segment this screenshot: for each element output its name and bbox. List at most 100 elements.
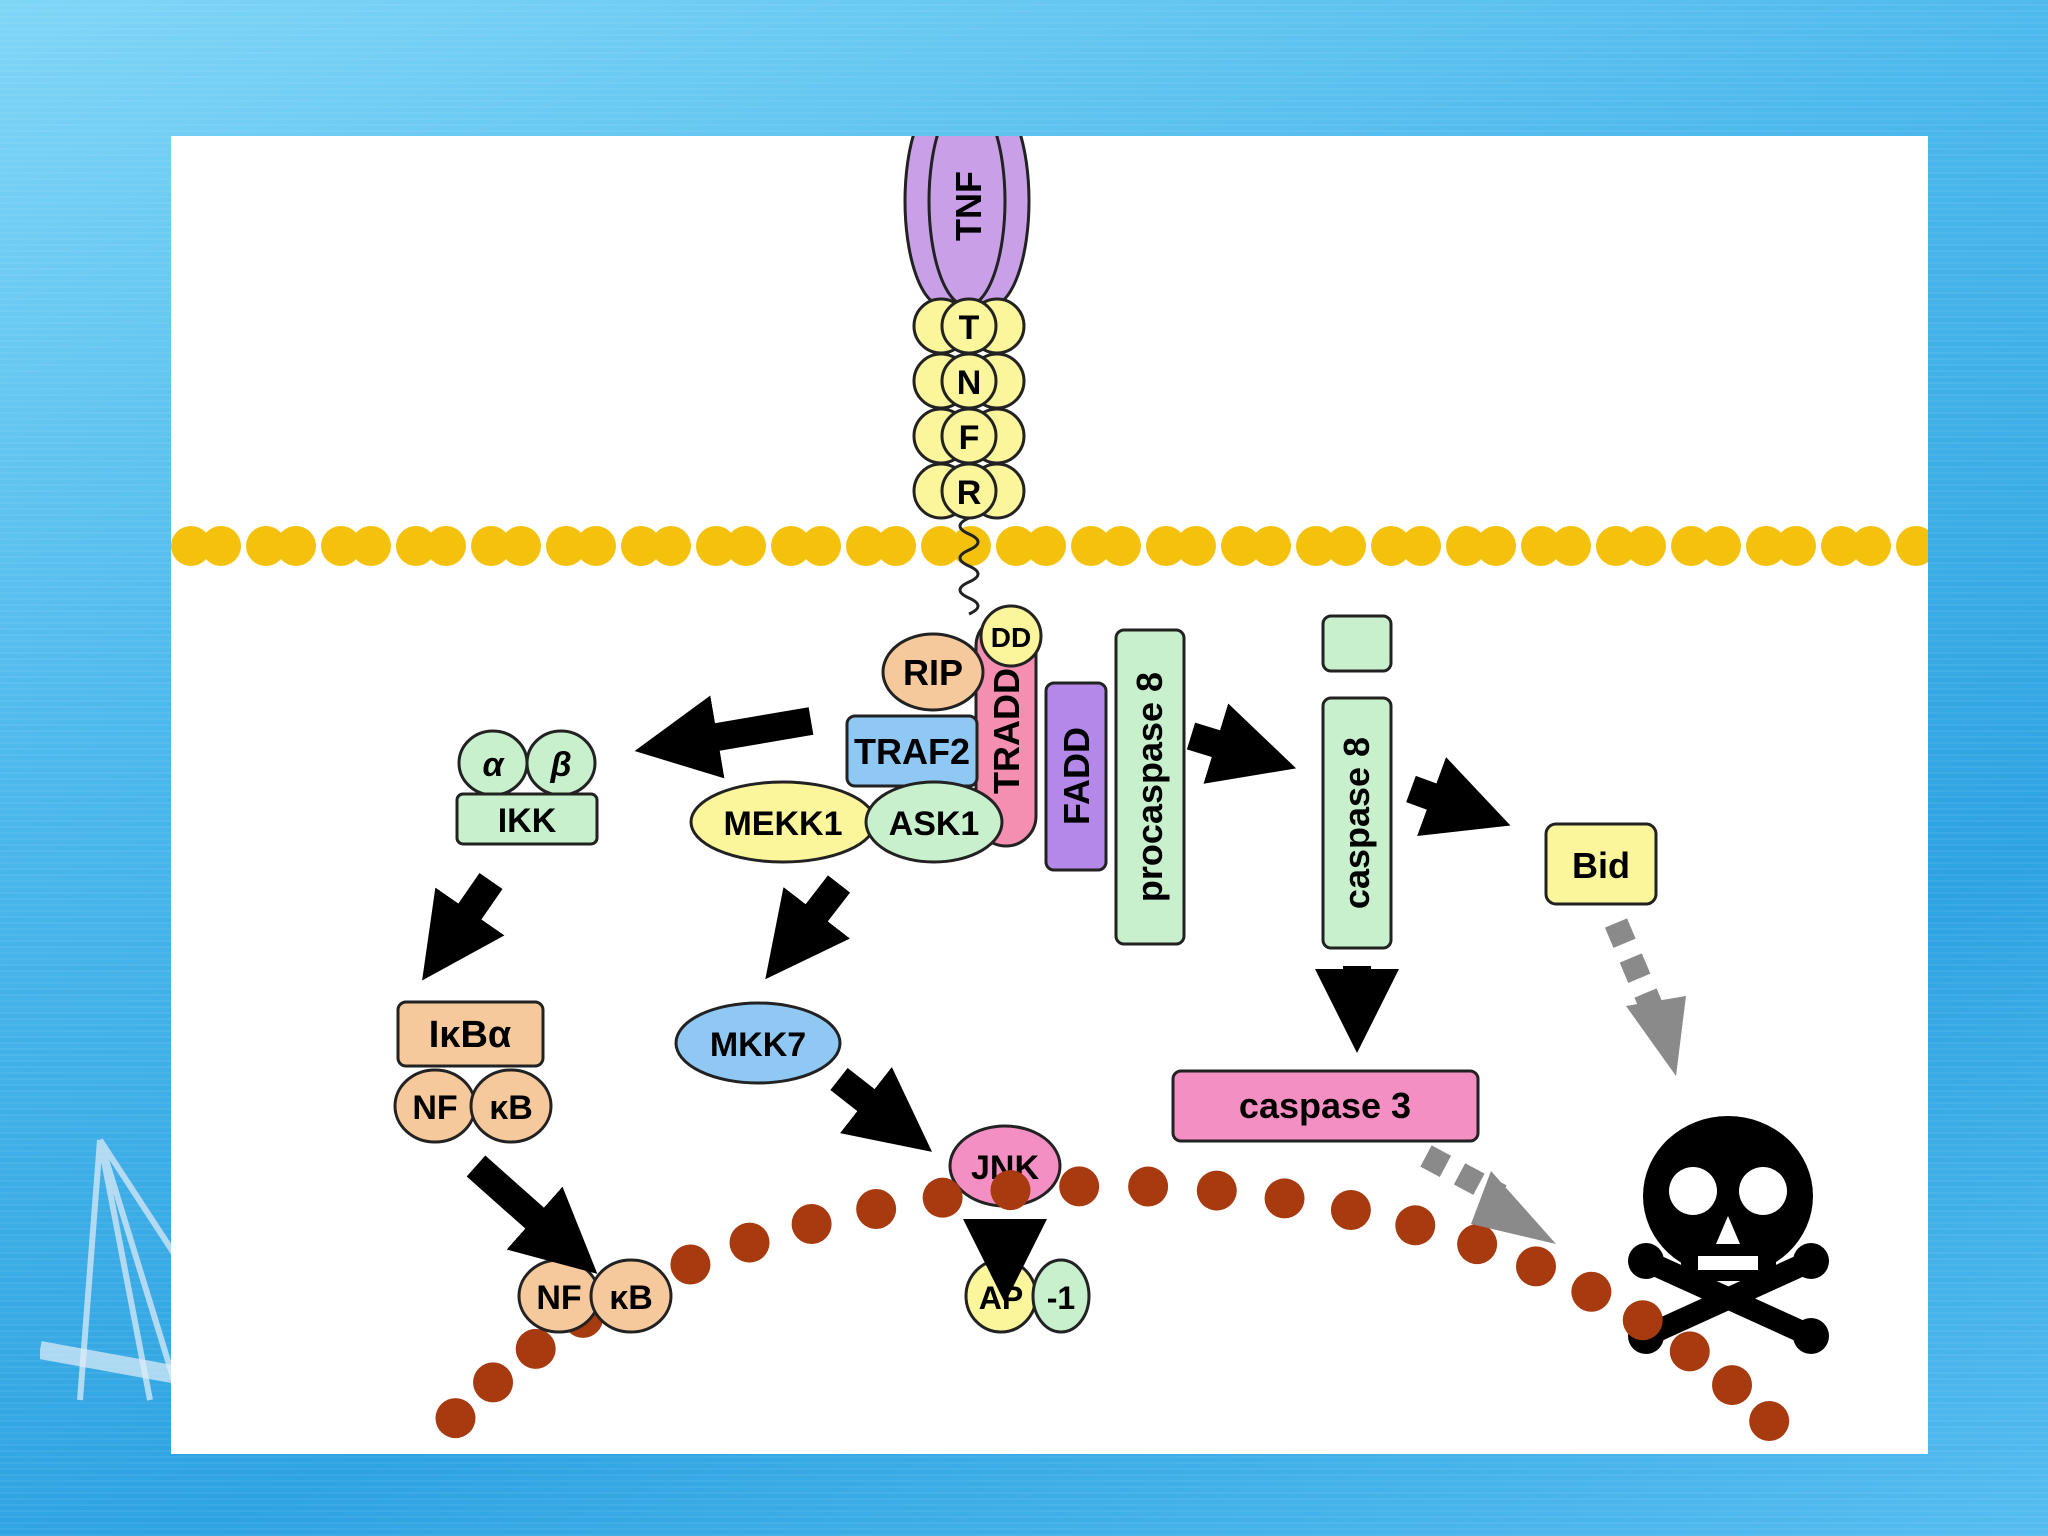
caspase8-label: caspase 8: [1336, 737, 1377, 909]
membrane-lipid-dot: [201, 526, 241, 566]
membrane-lipid-dot: [1701, 526, 1741, 566]
membrane-lipid-dot: [771, 526, 811, 566]
membrane-lipid-dot: [1896, 526, 1928, 566]
membrane-lipid-dot: [951, 526, 991, 566]
caspase3: caspase 3: [1171, 1069, 1480, 1143]
nucleus-envelope-dot: [1059, 1166, 1100, 1207]
membrane-lipid-dot: [846, 526, 886, 566]
ikk-label: IKK: [498, 802, 557, 840]
bid-label: Bid: [1572, 845, 1630, 886]
mkk7-jnk: MKK7 JNK: [674, 1001, 1062, 1208]
membrane-lipid-dot: [1446, 526, 1486, 566]
membrane-lipid-dot: [1176, 526, 1216, 566]
nucleus-envelope-dot: [473, 1362, 514, 1403]
nucleus-nfkb: NF κB: [517, 1258, 673, 1334]
caspase3-label: caspase 3: [1239, 1085, 1411, 1126]
ikba-nfkb-complex: IκBα NF κB: [393, 1000, 553, 1144]
nucleus-kb-label: κB: [609, 1279, 653, 1317]
membrane-lipid-dot: [1851, 526, 1891, 566]
membrane-lipid-dot: [1296, 526, 1336, 566]
membrane-lipid-dot: [1251, 526, 1291, 566]
caspase8-active: caspase 8: [1321, 614, 1393, 950]
ikk-alpha-label: α: [482, 746, 505, 784]
nucleus-envelope-dot: [435, 1398, 476, 1439]
membrane-lipid-dot: [621, 526, 661, 566]
nucleus-envelope-dot: [515, 1328, 556, 1369]
tnf-label: TNF: [948, 171, 989, 241]
membrane-lipid-dot: [501, 526, 541, 566]
transmembrane-helix: [958, 516, 980, 616]
membrane-lipid-dot: [1821, 526, 1861, 566]
membrane-lipid-dot: [1476, 526, 1516, 566]
ap-label: AP: [979, 1280, 1023, 1316]
ap1-suffix-label: -1: [1047, 1280, 1075, 1316]
arrow-ask1-to-mkk7: [765, 875, 851, 980]
rip-label: RIP: [903, 652, 963, 693]
procaspase8-label: procaspase 8: [1129, 672, 1170, 902]
membrane-lipid-dot: [921, 526, 961, 566]
tnfr-letter-f: F: [959, 419, 980, 457]
nucleus-envelope-dot: [1330, 1190, 1371, 1231]
arrow-bid-to-death: [1604, 918, 1663, 1011]
nucleus-envelope-dot: [1515, 1246, 1556, 1287]
membrane-lipid-dot: [1746, 526, 1786, 566]
tradd-complex: TRADD DD FADD procaspase 8: [974, 604, 1186, 946]
dd-label: DD: [991, 622, 1031, 653]
membrane-lipid-dot: [1326, 526, 1366, 566]
membrane-lipid-dot: [801, 526, 841, 566]
arrow-caspase3-to-death: [1420, 1145, 1507, 1207]
ikk-complex: α β IKK: [455, 729, 599, 846]
diagram-panel: TNF T N F R TRADD DD FADD procaspase 8 R…: [171, 136, 1928, 1454]
membrane-lipid-dot: [171, 526, 211, 566]
nucleus-envelope-dot: [1669, 1331, 1710, 1372]
nucleus-envelope-dot: [922, 1177, 963, 1218]
membrane-lipid-dot: [1551, 526, 1591, 566]
membrane-lipid-dot: [1671, 526, 1711, 566]
nucleus-envelope-dot: [1264, 1178, 1305, 1219]
membrane-lipid-dot: [726, 526, 766, 566]
arrow-caspase8-to-bid: [1406, 757, 1511, 836]
traf2-label: TRAF2: [854, 731, 970, 772]
nfkb-nf-label: NF: [412, 1089, 457, 1127]
membrane-lipid-dot: [696, 526, 736, 566]
mekk1-ask1: MEKK1 ASK1: [689, 780, 1004, 864]
membrane-lipid-dot: [996, 526, 1036, 566]
rip-traf2: RIP TRAF2: [845, 632, 985, 788]
arrow-traf2-to-ikk: [634, 695, 814, 779]
membrane-lipid-dot: [351, 526, 391, 566]
arrowhead-bid-death: [1626, 996, 1686, 1076]
nucleus-envelope-dot: [1128, 1166, 1169, 1207]
apoptosis-arrowheads: [1471, 996, 1686, 1244]
membrane-lipid-dot: [1026, 526, 1066, 566]
membrane-lipid-dot: [1926, 537, 1928, 555]
tnf-ligand: TNF: [903, 136, 1031, 308]
membrane-lipid-dot: [1371, 526, 1411, 566]
membrane-lipid-dot: [1146, 526, 1186, 566]
nucleus-envelope-dot: [1457, 1224, 1498, 1265]
tnfr-letter-r: R: [957, 474, 982, 512]
tnfr-letter-t: T: [959, 309, 980, 347]
nucleus-envelope-dot: [856, 1189, 897, 1230]
nucleus-nf-label: NF: [536, 1279, 581, 1317]
arrowhead-caspase3-death: [1471, 1171, 1556, 1244]
membrane-lipid-dot: [1401, 526, 1441, 566]
arrow-ikba-to-nucleus: [466, 1155, 598, 1274]
mkk7-label: MKK7: [710, 1026, 806, 1064]
membrane-lipid-dot: [426, 526, 466, 566]
membrane-lipid-dot: [576, 526, 616, 566]
nucleus-envelope-dot: [729, 1222, 770, 1263]
tnfr-receptor: T N F R: [912, 297, 1026, 616]
membrane-lipid-dot: [471, 526, 511, 566]
arrow-ikk-to-ikba: [422, 873, 505, 981]
nucleus-envelope-dot: [1571, 1271, 1612, 1312]
nucleus-envelope-dot: [1196, 1170, 1237, 1211]
nucleus-envelope-dot: [670, 1244, 711, 1285]
membrane-lipid-dot: [651, 526, 691, 566]
membrane-lipid-dot: [1521, 526, 1561, 566]
nfkb-kb-label: κB: [489, 1089, 533, 1127]
membrane-lipid-dot: [396, 526, 436, 566]
cell-membrane: [171, 526, 1928, 566]
membrane-lipid-dot: [1221, 526, 1261, 566]
bid: Bid: [1544, 822, 1658, 906]
activation-arrows: [422, 695, 1511, 1303]
